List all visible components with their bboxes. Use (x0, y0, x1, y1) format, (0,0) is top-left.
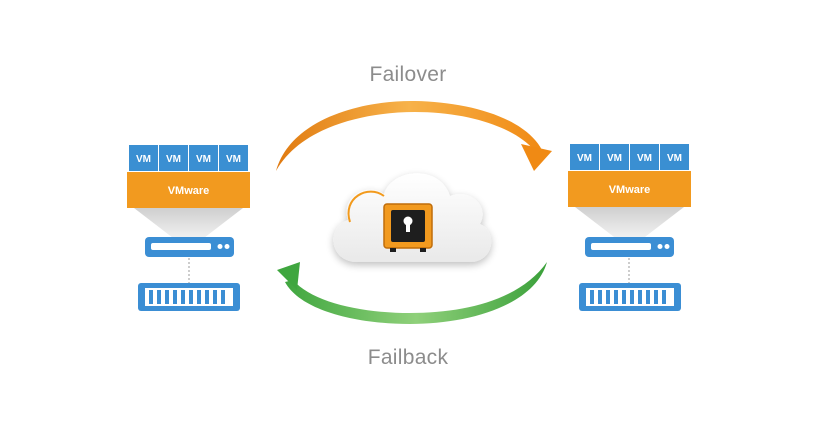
vm-label: VM (226, 154, 241, 165)
vm-box: VM (159, 145, 188, 171)
site-left: VM VM VM VM VMware (127, 145, 250, 311)
hypervisor-label: VMware (609, 184, 651, 196)
vm-label: VM (667, 153, 682, 164)
vm-label: VM (166, 154, 181, 165)
vm-label: VM (196, 154, 211, 165)
vm-row-left: VM VM VM VM (129, 145, 248, 171)
vm-box: VM (189, 145, 218, 171)
failover-arrow (276, 100, 552, 171)
storage-array-icon (138, 283, 240, 311)
vm-box: VM (630, 144, 659, 170)
failback-arrow (277, 262, 547, 324)
vm-label: VM (136, 154, 151, 165)
hypervisor-bar (127, 172, 250, 208)
hypervisor-label: VMware (168, 185, 210, 197)
server-icon (145, 237, 234, 257)
vm-box: VM (570, 144, 599, 170)
vm-box: VM (600, 144, 629, 170)
funnel (575, 207, 684, 240)
vm-label: VM (607, 153, 622, 164)
failover-label: Failover (369, 63, 447, 86)
failback-label: Failback (367, 346, 449, 369)
vm-box: VM (660, 144, 689, 170)
vm-label: VM (637, 153, 652, 164)
vm-label: VM (577, 153, 592, 164)
vault-lock-icon (383, 203, 433, 252)
hypervisor-bar (568, 171, 691, 207)
vm-box: VM (219, 145, 248, 171)
vm-row-right: VM VM VM VM (570, 144, 689, 170)
server-icon (585, 237, 674, 257)
site-right: VM VM VM VM VMware (568, 144, 691, 311)
storage-array-icon (579, 283, 681, 311)
funnel (134, 208, 243, 241)
vm-box: VM (129, 145, 158, 171)
